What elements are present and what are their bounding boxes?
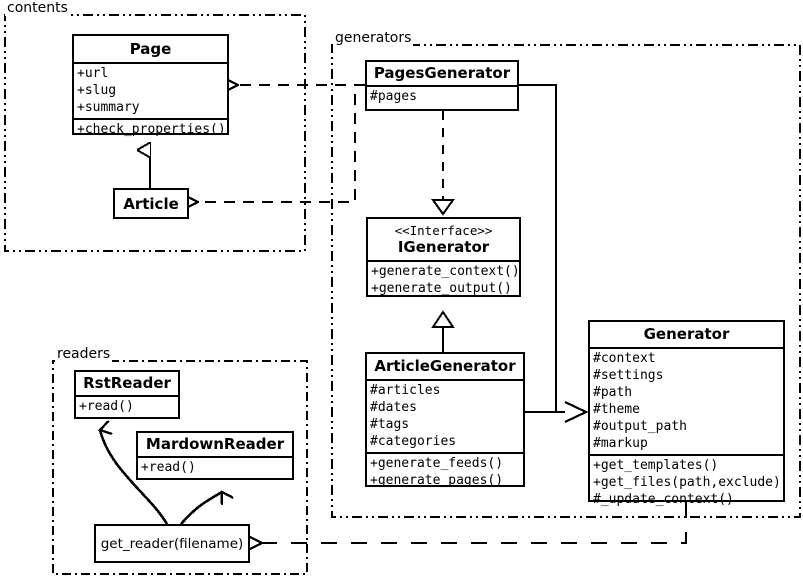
relationship-articlegenerator-to-generator: [525, 401, 589, 423]
class-stereotype-igenerator: <<Interface>>: [394, 223, 493, 238]
class-box-mardownreader[interactable]: MardownReader +read(): [136, 431, 294, 480]
class-box-rstreader[interactable]: RstReader +read(): [74, 370, 180, 419]
class-methods-igenerator: +generate_context() +generate_output(): [368, 260, 520, 299]
method: +read(): [141, 460, 196, 475]
class-name-article: Article: [123, 195, 179, 213]
class-box-article[interactable]: Article: [113, 188, 189, 219]
attribute: #dates: [370, 400, 417, 415]
class-name-rstreader: RstReader: [83, 374, 171, 392]
class-box-igenerator[interactable]: <<Interface>> IGenerator +generate_conte…: [366, 217, 521, 297]
relationship-get-reader-returns-mardownreader: [180, 492, 222, 525]
method: +read(): [79, 399, 134, 414]
attribute: #settings: [593, 368, 664, 383]
class-name-articlegenerator: ArticleGenerator: [374, 357, 516, 375]
attribute: #articles: [370, 383, 441, 398]
method: +get_files(path,exclude): [593, 475, 781, 490]
package-label-contents: contents: [5, 0, 70, 16]
method: +generate_context(): [371, 264, 520, 279]
attribute: #path: [593, 385, 633, 400]
attribute: #categories: [370, 434, 457, 449]
relationship-pagesgenerator-realizes-igenerator: [431, 111, 455, 216]
class-methods-rstreader: +read(): [76, 395, 178, 417]
attribute: #markup: [593, 436, 648, 451]
attribute: #theme: [593, 402, 640, 417]
class-box-pagesgenerator[interactable]: PagesGenerator #pages: [365, 60, 519, 111]
attribute: +slug: [77, 83, 117, 98]
method: +generate_pages(): [370, 473, 504, 488]
class-attributes-page: +url +slug +summary: [74, 62, 227, 118]
class-name-igenerator: IGenerator: [397, 238, 490, 256]
class-box-generator[interactable]: Generator #context #settings #path #them…: [588, 320, 785, 507]
class-methods-generator: +get_templates() +get_files(path,exclude…: [590, 454, 783, 510]
class-methods-mardownreader: +read(): [138, 456, 292, 478]
method: +check_properties(): [77, 122, 226, 137]
class-methods-page: +check_properties(): [74, 118, 227, 140]
class-attributes-pagesgenerator: #pages: [367, 85, 517, 107]
class-name-pagesgenerator: PagesGenerator: [373, 64, 511, 82]
class-attributes-generator: #context #settings #path #theme #output_…: [590, 347, 783, 454]
class-box-page[interactable]: Page +url +slug +summary +check_properti…: [72, 34, 229, 137]
class-attributes-articlegenerator: #articles #dates #tags #categories: [367, 379, 523, 452]
attribute: #context: [593, 351, 656, 366]
relationship-articlegenerator-realizes-igenerator: [431, 310, 455, 352]
function-box-get-reader[interactable]: get_reader(filename): [94, 524, 250, 563]
attribute: +url: [77, 66, 109, 81]
function-label-get-reader: get_reader(filename): [100, 535, 244, 552]
method: +generate_feeds(): [370, 456, 504, 471]
method: +get_templates(): [593, 458, 719, 473]
class-methods-articlegenerator: +generate_feeds() +generate_pages(): [367, 452, 523, 491]
attribute: #pages: [370, 89, 417, 104]
class-box-articlegenerator[interactable]: ArticleGenerator #articles #dates #tags …: [365, 352, 525, 488]
method: +generate_output(): [371, 281, 512, 296]
attribute: +summary: [77, 100, 140, 115]
attribute: #output_path: [593, 419, 687, 434]
attribute: #tags: [370, 417, 410, 432]
package-label-generators: generators: [333, 30, 414, 46]
class-name-mardownreader: MardownReader: [145, 435, 285, 453]
package-label-readers: readers: [55, 346, 113, 362]
method: #_update_context(): [593, 492, 734, 507]
relationship-pagesgenerator-to-generator: [519, 83, 580, 414]
class-name-page: Page: [129, 40, 172, 58]
class-name-generator: Generator: [643, 325, 730, 343]
